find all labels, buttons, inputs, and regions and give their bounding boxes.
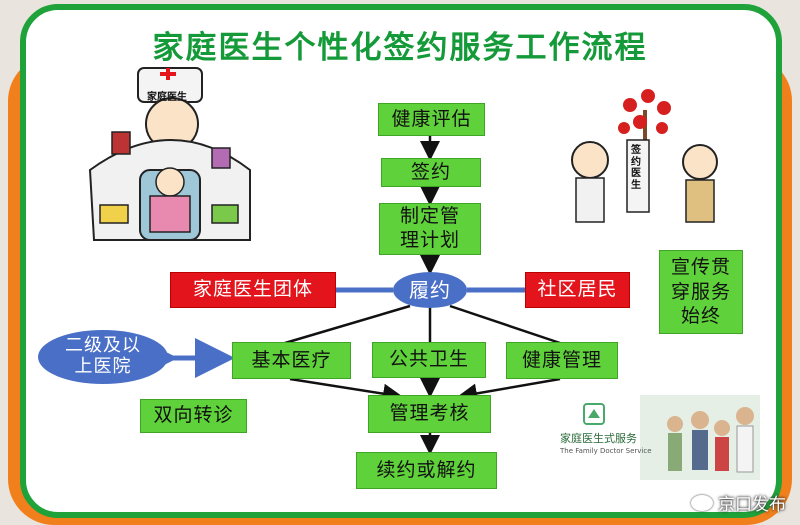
- promotion-line2: 穿服务: [670, 280, 731, 303]
- step-make-plan: 制定管 理计划: [379, 203, 481, 255]
- doctor-illustration: [88, 67, 251, 241]
- step-health-assessment: 健康评估: [378, 103, 485, 136]
- two-way-referral: 双向转诊: [140, 399, 247, 433]
- secondary-hospital-oval: 二级及以 上医院: [38, 330, 168, 384]
- step-sign: 签约: [381, 158, 481, 187]
- community-residents: 社区居民: [525, 272, 630, 308]
- family-illustration: [640, 395, 760, 480]
- tree-illustration: [571, 89, 718, 223]
- sign-doctor-label: 签约医生: [631, 145, 641, 191]
- logo-subtitle: The Family Doctor Service: [560, 447, 652, 455]
- arrow-basic-review: [289, 377, 403, 404]
- logo-title: 家庭医生式服务: [560, 432, 637, 445]
- arrow-health-review: [457, 377, 561, 404]
- step-renew-or-terminate: 续约或解约: [356, 452, 497, 489]
- step-management-review: 管理考核: [368, 395, 491, 433]
- watermark-text: 京口发布: [718, 495, 786, 515]
- hospital-line1: 二级及以: [65, 335, 141, 357]
- watermark: 京口发布: [691, 490, 786, 515]
- promotion-line1: 宣传贯: [670, 255, 731, 278]
- service-public-health: 公共卫生: [372, 342, 486, 378]
- doctor-hat-label: 家庭医生: [147, 92, 187, 103]
- family-doctor-logo: [583, 403, 605, 425]
- family-doctor-team: 家庭医生团体: [170, 272, 336, 308]
- hospital-line2: 上医院: [74, 356, 132, 377]
- step-make-plan-line2: 理计划: [399, 229, 460, 251]
- step-perform: 履约: [393, 272, 467, 308]
- promotion-line3: 始终: [680, 305, 721, 328]
- wechat-icon: [691, 494, 713, 511]
- service-health-management: 健康管理: [506, 342, 618, 379]
- page-title: 家庭医生个性化签约服务工作流程: [152, 30, 648, 66]
- line-perform-basic: [284, 304, 411, 345]
- service-basic-medical: 基本医疗: [232, 342, 351, 379]
- line-perform-health: [449, 304, 561, 345]
- promotion-box: 宣传贯 穿服务 始终: [659, 250, 743, 334]
- step-make-plan-line1: 制定管: [399, 205, 460, 228]
